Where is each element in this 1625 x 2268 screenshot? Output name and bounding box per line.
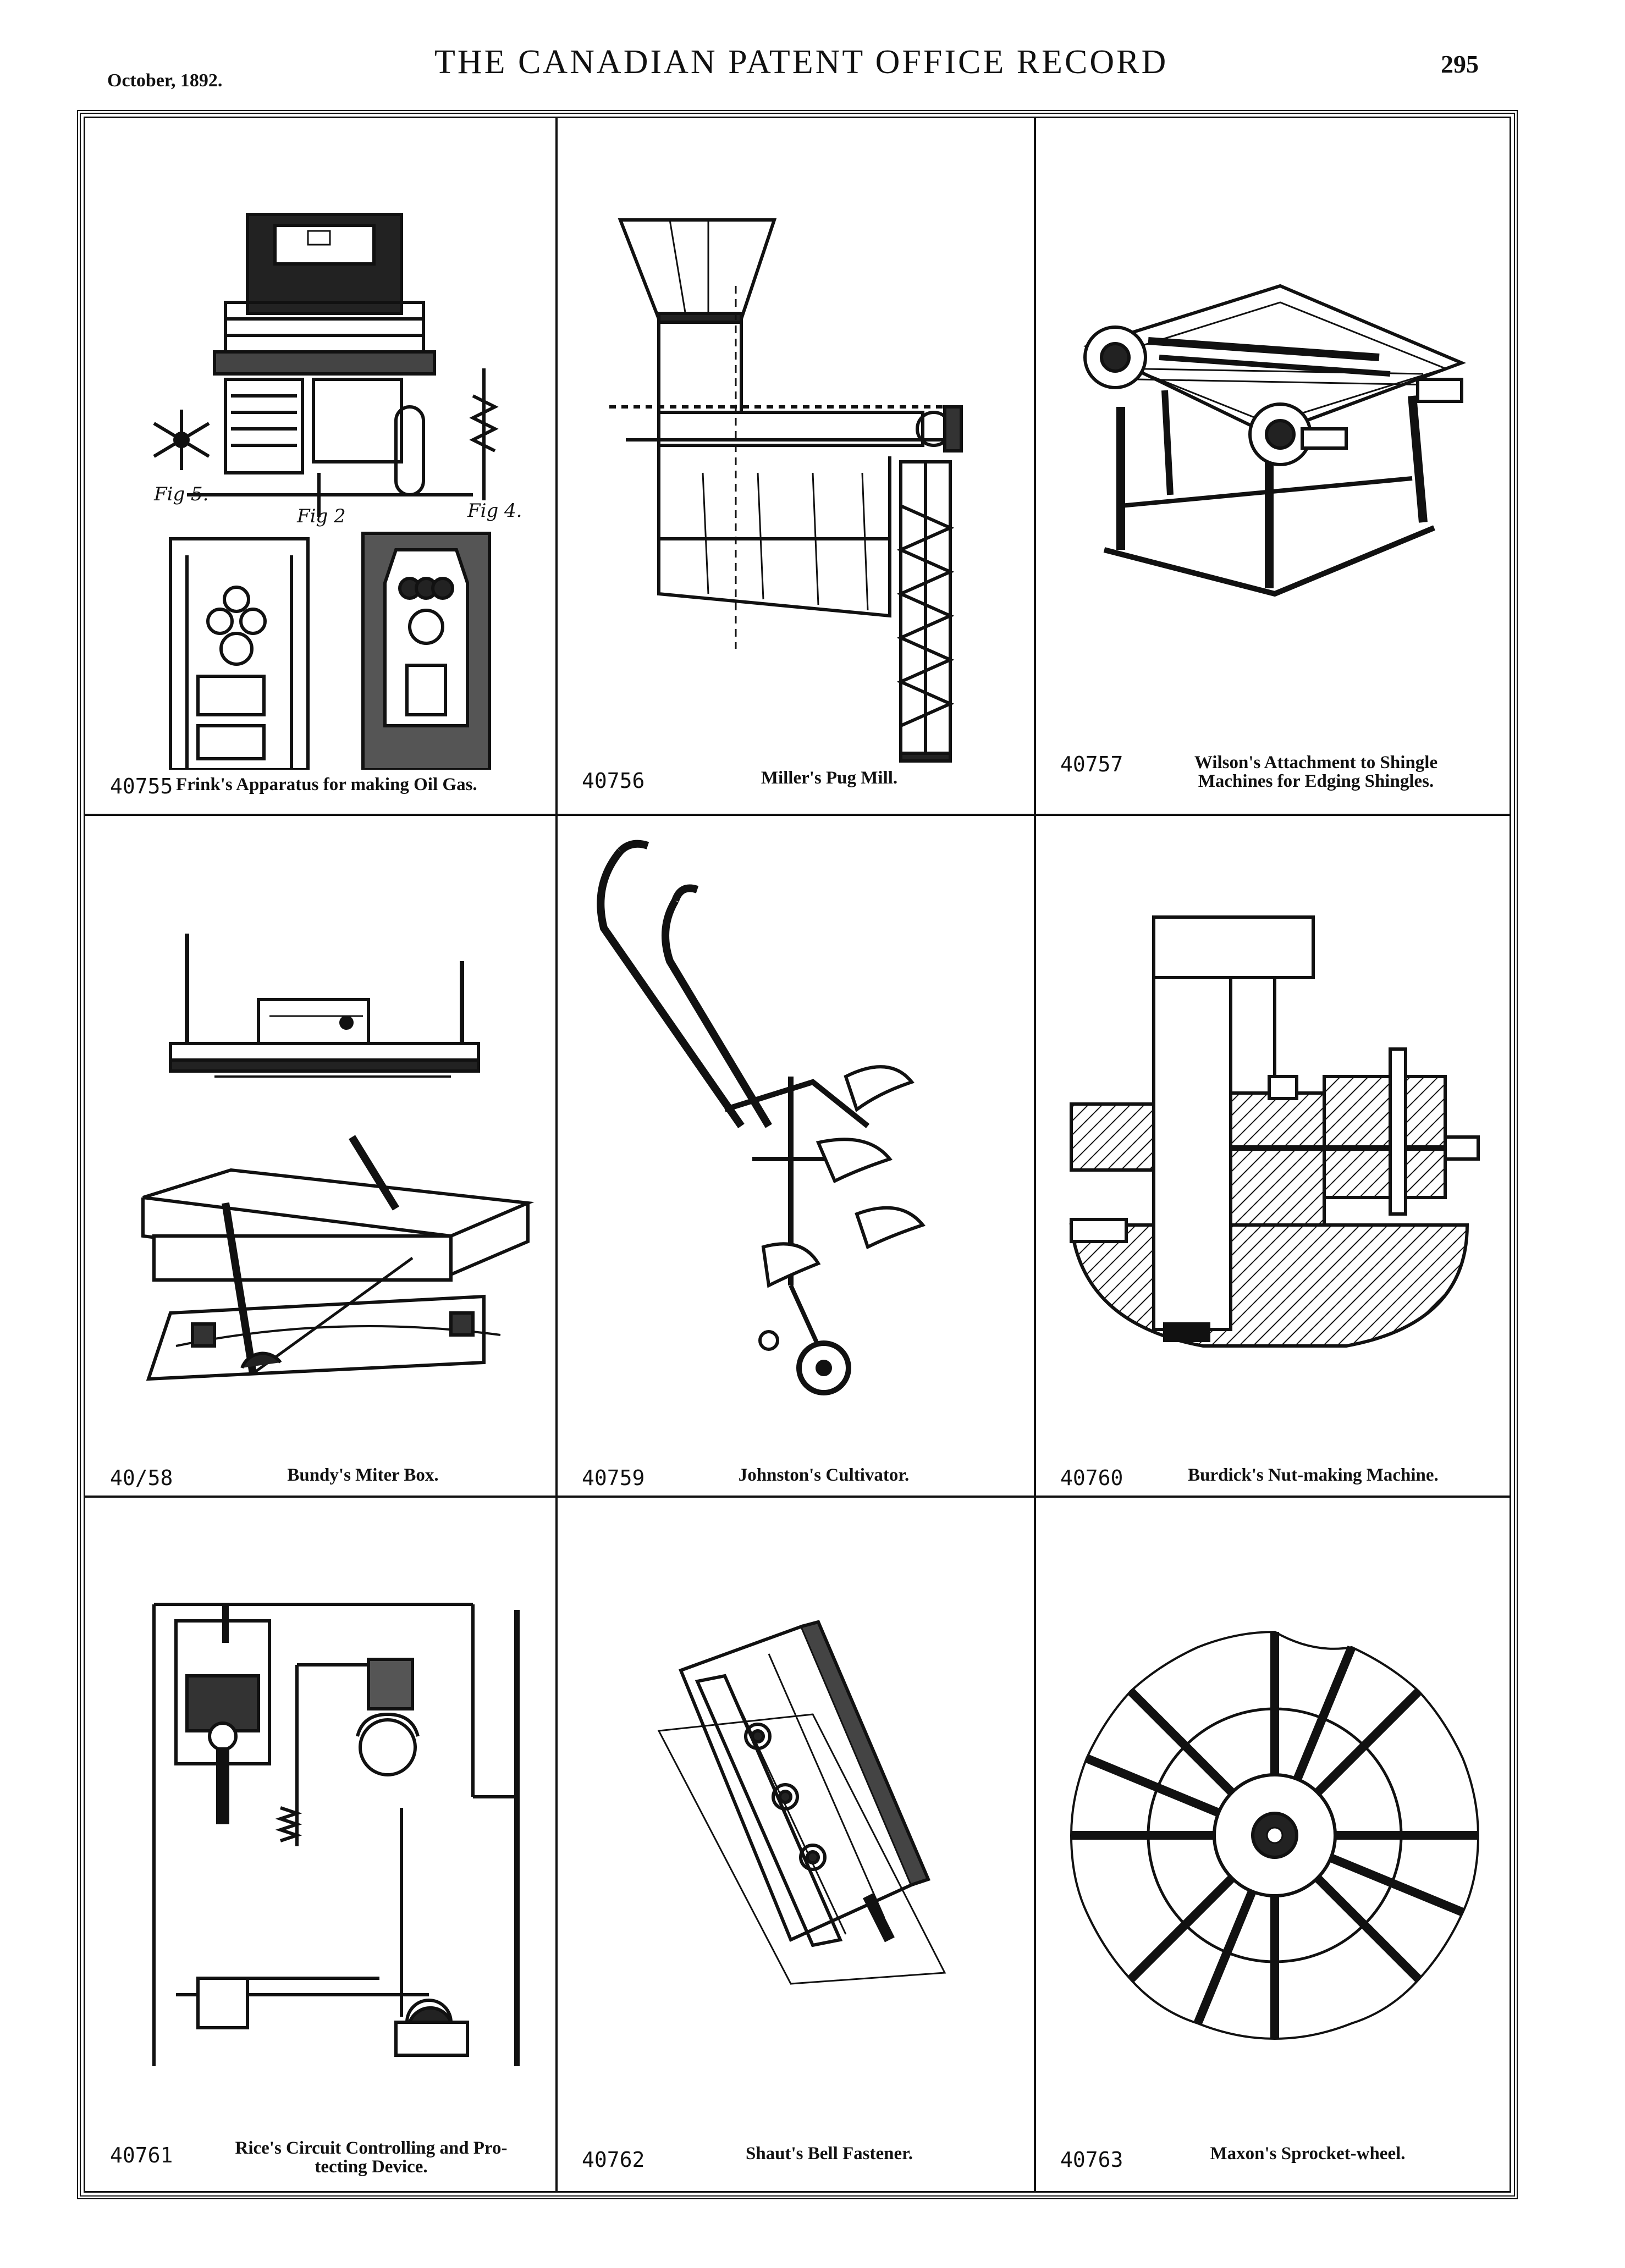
patent-title: Johnston's Cultivator. [738,1465,910,1485]
column-divider-1 [555,117,558,2193]
patent-cell-40756: 40756 Miller's Pug Mill. [560,121,1032,812]
patent-number: 40761 [110,2143,173,2167]
page-number: 295 [1441,50,1479,78]
patent-number: 40759 [582,1466,645,1490]
oil-gas-apparatus-drawing: Fig 5. Fig 2 Fig 4. Fig 1. Fig 3 [153,213,522,770]
patent-title: Maxon's Sprocket-wheel. [1210,2144,1406,2164]
svg-text:Fig 2: Fig 2 [296,505,346,527]
circuit-device-drawing [152,1603,520,2066]
cultivator-drawing [597,840,926,1395]
patent-number: 40762 [582,2148,645,2172]
column-divider-2 [1034,117,1036,2193]
patent-title: Miller's Pug Mill. [761,768,898,788]
patent-cell-40761: 40761 Rice's Circuit Controlling and Pro… [88,1500,553,2190]
pug-mill-drawing [609,218,963,763]
row-divider-1 [84,814,1511,816]
patent-number: 40755 [110,774,173,798]
page-frame [77,110,1518,2199]
sprocket-wheel-drawing [1070,1630,1480,2040]
patent-title-line-1: Wilson's Attachment to Shingle [1194,753,1438,772]
bell-fastener-drawing [657,1620,946,1985]
patent-number: 40760 [1060,1466,1123,1490]
patent-number: 40763 [1060,2148,1123,2172]
svg-text:Fig 5.: Fig 5. [153,483,208,505]
page-header: October, 1892. THE CANADIAN PATENT OFFIC… [0,0,1625,110]
shingle-machine-drawing [1083,284,1467,597]
patent-title: Burdick's Nut-making Machine. [1188,1465,1439,1485]
svg-text:Fig 4.: Fig 4. [467,500,522,522]
patent-number: 40756 [582,769,645,793]
page-frame-inner [84,117,1511,2193]
patent-cell-40763: 40763 Maxon's Sprocket-wheel. [1038,1500,1507,2190]
patent-cell-40757: 40757 Wilson's Attachment to Shingle Mac… [1038,121,1507,812]
patent-title-line-2: tecting Device. [315,2157,428,2177]
row-divider-2 [84,1496,1511,1498]
patent-title-line-1: Rice's Circuit Controlling and Pro- [235,2138,508,2158]
patent-number: 40/58 [110,1466,173,1490]
patent-cell-40759: 40759 Johnston's Cultivator. [560,818,1032,1493]
publication-title: THE CANADIAN PATENT OFFICE RECORD [434,43,1169,81]
patent-number: 40757 [1060,752,1123,776]
patent-cell-40760: 40760 Burdick's Nut-making Machine. [1038,818,1507,1493]
patent-title: Bundy's Miter Box. [287,1465,439,1485]
patent-title: Shaut's Bell Fastener. [745,2144,913,2164]
issue-date: October, 1892. [107,70,223,91]
miter-box-drawing [141,934,535,1381]
patent-cell-40758: 40/58 Bundy's Miter Box. [88,818,553,1493]
patent-cell-40762: 40762 Shaut's Bell Fastener. [560,1500,1032,2190]
patent-title: Frink's Apparatus for making Oil Gas. [176,775,477,794]
patent-title-line-2: Machines for Edging Shingles. [1198,771,1434,791]
patent-cell-40755: Fig 5. Fig 2 Fig 4. Fig 1. Fig 3 40755 F… [88,121,553,812]
nut-making-machine-drawing [1069,915,1480,1348]
